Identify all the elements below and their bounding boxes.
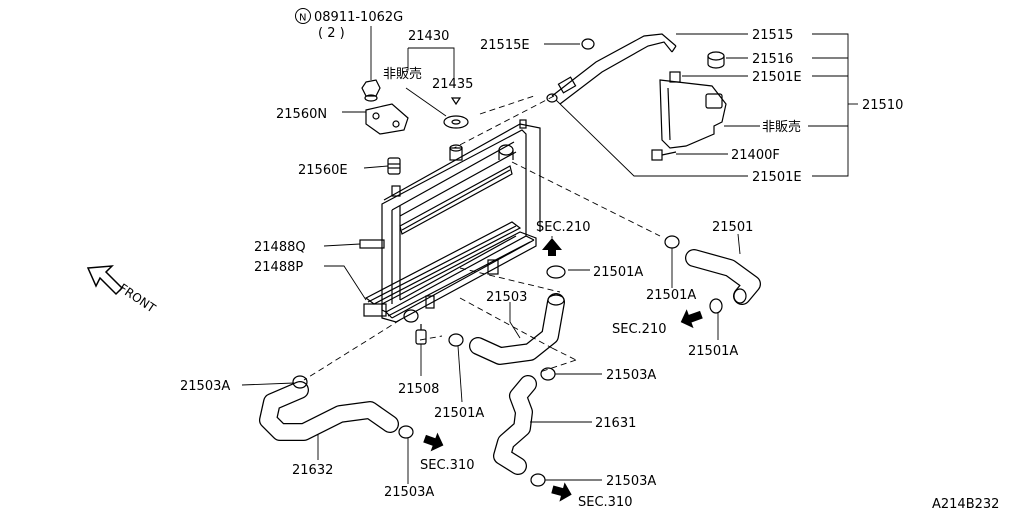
label-21400F: 21400F: [731, 148, 780, 163]
label-21501E-bottom: 21501E: [752, 170, 802, 185]
label-21503A-right: 21503A: [606, 368, 656, 383]
radiator: [359, 119, 541, 345]
label-21430: 21430: [408, 29, 449, 44]
section-arrows: [423, 238, 703, 502]
routing-lines: [303, 95, 661, 381]
label-sec210-right: SEC.210: [612, 322, 667, 337]
label-21515: 21515: [752, 28, 793, 43]
radiator-bracket: [361, 79, 469, 175]
label-21488Q: 21488Q: [254, 240, 306, 255]
label-not-sold-2: 非販売: [762, 119, 801, 135]
front-label: FRONT: [116, 281, 158, 316]
label-21435: 21435: [432, 77, 473, 92]
leader-lines: [241, 26, 858, 484]
label-sec310-bottom: SEC.310: [578, 495, 633, 510]
label-21560E: 21560E: [298, 163, 348, 178]
label-21516: 21516: [752, 52, 793, 67]
label-21560N: 21560N: [276, 107, 327, 122]
bolt-quantity: ( 2 ): [318, 26, 345, 41]
label-21501A-top: 21501A: [593, 265, 643, 280]
label-21632: 21632: [292, 463, 333, 478]
label-21501E-top: 21501E: [752, 70, 802, 85]
label-21508: 21508: [398, 382, 439, 397]
label-21503A-bottom: 21503A: [384, 485, 434, 500]
diagram-code: A214B232: [932, 497, 999, 512]
label-sec310-left: SEC.310: [420, 458, 475, 473]
label-21631: 21631: [595, 416, 636, 431]
upper-hose: [664, 235, 761, 314]
hose-21631: [493, 367, 556, 487]
label-21488P: 21488P: [254, 260, 303, 275]
reservoir-tank: [651, 51, 727, 161]
label-sec210-top: SEC.210: [536, 220, 591, 235]
label-21503A-left: 21503A: [180, 379, 230, 394]
label-21501: 21501: [712, 220, 753, 235]
bolt-symbol: [295, 8, 311, 24]
overflow-hose: [546, 33, 677, 105]
label-21510: 21510: [862, 98, 903, 113]
label-21501A-mid: 21501A: [646, 288, 696, 303]
label-21501A-low: 21501A: [434, 406, 484, 421]
label-21515E: 21515E: [480, 38, 530, 53]
label-21503A-bottom-right: 21503A: [606, 474, 656, 489]
label-21501A-right: 21501A: [688, 344, 738, 359]
part-labels: N 08911-1062G ( 2 ) 21430 非販売 21435 2156…: [180, 8, 999, 512]
hose-21632: [259, 375, 414, 441]
lower-hose-21503: [448, 265, 566, 365]
bolt-part-number: 08911-1062G: [314, 10, 403, 25]
front-indicator: FRONT: [86, 265, 159, 316]
label-21503: 21503: [486, 290, 527, 305]
bolt-symbol-letter: N: [299, 13, 306, 24]
label-not-sold-1: 非販売: [383, 66, 422, 82]
